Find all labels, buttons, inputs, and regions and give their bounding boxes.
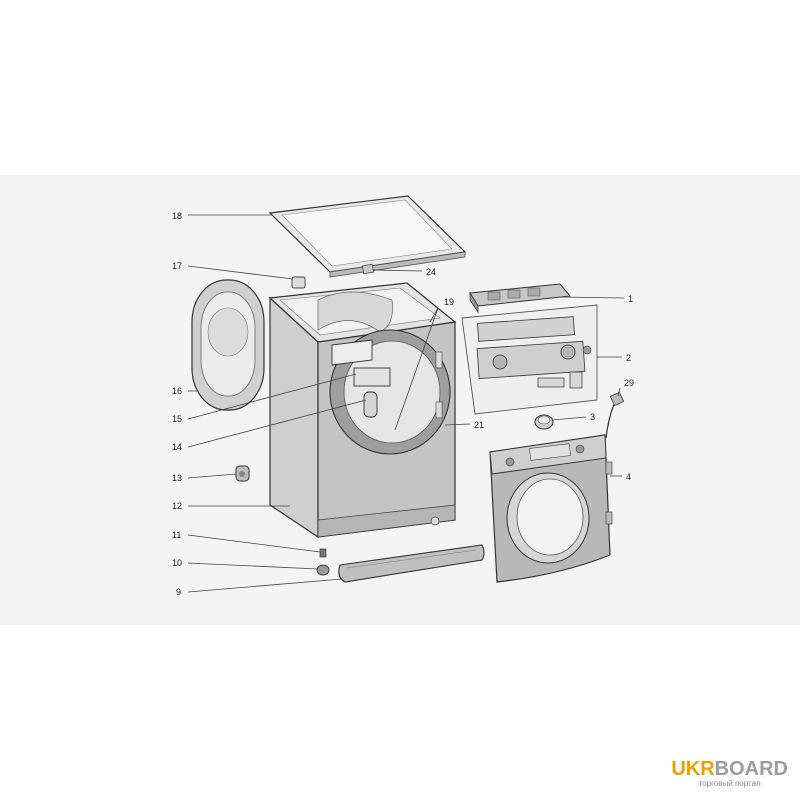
label-12: 12: [172, 501, 182, 511]
top-cover: [268, 195, 467, 278]
panel-bracket: [469, 283, 571, 314]
program-knob: [534, 414, 554, 430]
label-10: 10: [172, 558, 182, 568]
label-16: 16: [172, 386, 182, 396]
label-9: 9: [176, 587, 181, 597]
rear-gasket: [191, 279, 265, 411]
label-19: 19: [444, 297, 454, 307]
adjustable-foot: [316, 548, 330, 576]
label-18: 18: [172, 211, 182, 221]
watermark-brand: UKRBOARD: [671, 758, 788, 781]
label-17: 17: [172, 261, 182, 271]
label-29: 29: [624, 378, 634, 388]
sensor-part: [235, 465, 250, 482]
part-number-labels: 18 17 24 16 15 14 13 12 11 10 9 19 21 1 …: [172, 211, 634, 597]
ukrboard-watermark: UKRBOARD торговый портал: [671, 758, 788, 788]
kickplate-panel: [338, 544, 485, 583]
watermark-subtitle: торговый портал: [698, 779, 761, 788]
door-lock-wire: [605, 391, 625, 439]
label-21: 21: [474, 420, 484, 430]
cabinet-body: [268, 282, 457, 539]
leader-lines: [187, 214, 625, 593]
electronic-board-panel: [461, 304, 598, 415]
label-14: 14: [172, 442, 182, 452]
label-11: 11: [172, 530, 181, 540]
label-2: 2: [626, 353, 631, 363]
label-15: 15: [172, 414, 182, 424]
label-3: 3: [590, 412, 595, 422]
front-panel: [489, 434, 613, 583]
watermark-brand-rest: BOARD: [714, 758, 788, 780]
label-1: 1: [628, 294, 633, 304]
clip-part: [361, 263, 375, 275]
label-24: 24: [426, 267, 436, 277]
label-13: 13: [172, 473, 182, 483]
watermark-brand-accent: UKR: [671, 758, 715, 780]
bracket-part: [291, 276, 306, 289]
label-4: 4: [626, 472, 631, 482]
